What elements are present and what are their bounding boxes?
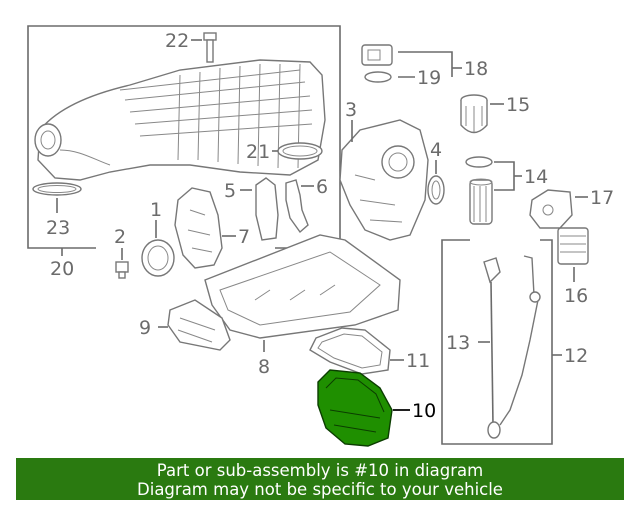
bracket-9 xyxy=(158,299,231,351)
callout-21: 21 xyxy=(246,141,270,163)
gasket-21 xyxy=(272,142,323,160)
callout-13: 13 xyxy=(446,332,470,354)
gasket-5 xyxy=(240,177,279,241)
callout-19: 19 xyxy=(417,67,441,89)
bolt-2 xyxy=(115,248,129,279)
parts-diagram: 1 2 3 4 5 6 7 8 9 10 11 12 13 14 15 16 1… xyxy=(27,25,614,447)
oil-pan-10-highlighted xyxy=(317,369,410,447)
cover-7 xyxy=(174,187,236,269)
callout-7: 7 xyxy=(238,226,250,248)
dipstick-box xyxy=(441,239,562,445)
callout-11: 11 xyxy=(406,350,430,372)
callout-9: 9 xyxy=(139,317,151,339)
intake-manifold xyxy=(34,59,326,181)
seal-1 xyxy=(141,220,175,277)
sensor-18 xyxy=(361,44,462,83)
dipstick-13 xyxy=(478,257,501,439)
callout-10: 10 xyxy=(412,400,436,422)
banner-line-2: Diagram may not be specific to your vehi… xyxy=(137,480,503,499)
callout-18: 18 xyxy=(464,58,488,80)
callout-4: 4 xyxy=(430,139,442,161)
callout-12: 12 xyxy=(564,345,588,367)
callout-1: 1 xyxy=(150,199,162,221)
callout-16: 16 xyxy=(564,285,588,307)
gasket-11 xyxy=(309,327,404,375)
dipstick-tube-12 xyxy=(499,255,541,426)
callout-5: 5 xyxy=(224,180,236,202)
callout-2: 2 xyxy=(114,226,126,248)
gasket-6 xyxy=(285,179,314,234)
callout-14: 14 xyxy=(524,166,548,188)
callout-20: 20 xyxy=(50,258,74,280)
seal-4 xyxy=(427,160,445,205)
bracket-17 xyxy=(529,189,588,229)
callout-17: 17 xyxy=(590,187,614,209)
info-banner: Part or sub-assembly is #10 in diagram D… xyxy=(16,458,624,500)
oil-filter-cap-15 xyxy=(460,94,504,134)
bolt-22 xyxy=(191,32,217,63)
oil-filter-14 xyxy=(465,156,522,225)
oil-cooler-16 xyxy=(557,227,589,282)
callout-15: 15 xyxy=(506,94,530,116)
callout-22: 22 xyxy=(165,30,189,52)
callout-3: 3 xyxy=(345,99,357,121)
callout-8: 8 xyxy=(258,356,270,378)
banner-line-1: Part or sub-assembly is #10 in diagram xyxy=(156,461,484,480)
callout-23: 23 xyxy=(46,217,70,239)
timing-cover-3 xyxy=(339,119,429,241)
gasket-23 xyxy=(32,182,82,213)
callout-6: 6 xyxy=(316,176,328,198)
